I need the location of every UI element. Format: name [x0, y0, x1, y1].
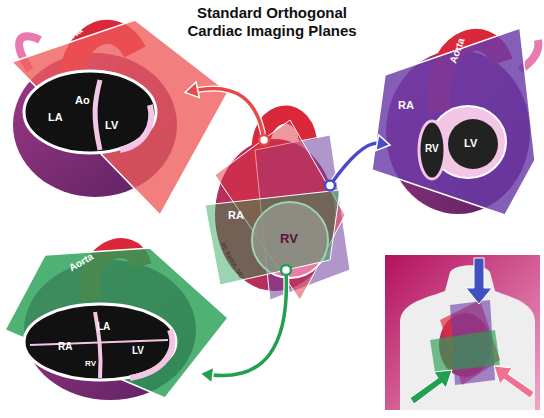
arrow-head: [185, 82, 199, 98]
imaging-plane: [12, 20, 228, 215]
connector-outline: [195, 88, 264, 140]
view-connector: [325, 135, 390, 191]
torso-inset: [385, 255, 540, 410]
view-connector: [200, 265, 291, 383]
chamber-label: RV: [425, 144, 439, 154]
chamber-label: RV: [280, 232, 298, 245]
connector-line: [195, 88, 264, 140]
connector-outline: [210, 270, 286, 376]
torso: [400, 265, 535, 410]
short-axis-view: [372, 28, 538, 215]
chamber-label: RA: [58, 342, 72, 352]
chamber-label: RV: [85, 360, 96, 368]
chamber-label: RA: [228, 210, 244, 221]
arrow-head: [376, 135, 390, 151]
connector-origin: [259, 135, 269, 145]
four-chamber-panel: AortaLA RA RV LV: [20, 250, 200, 380]
heart-chambers: [24, 304, 176, 380]
view-arrow: [494, 366, 534, 398]
connector-line: [210, 270, 286, 376]
heart-chambers: [24, 71, 156, 153]
chamber-label: LV: [132, 346, 144, 356]
central-heart-panel: RARVRE Barton, MD: [220, 140, 330, 270]
view-connector: [185, 82, 269, 145]
ventricle-wall: [120, 105, 151, 150]
septum: [95, 80, 100, 150]
ventricle-wall: [130, 330, 172, 378]
chamber-label: LV: [105, 120, 118, 131]
valve-plane: [30, 340, 168, 345]
four-chamber-plane: [205, 190, 340, 285]
chamber-label: RA: [398, 100, 414, 111]
inset-background: [385, 255, 540, 410]
chamber-label: LA: [97, 322, 110, 332]
rv-cavity: [419, 121, 445, 179]
connector-origin: [325, 181, 335, 191]
chamber-label: Ao: [75, 95, 90, 106]
chamber-label: Aorta: [57, 25, 84, 48]
imaging-plane: [5, 248, 228, 398]
four-chamber-view: [5, 248, 228, 400]
chamber-label: LA: [48, 112, 63, 123]
view-arrow: [410, 370, 452, 404]
lv-cavity: [448, 119, 498, 169]
connector-origin: [281, 265, 291, 275]
connector-line: [330, 143, 380, 185]
arrow-head: [200, 367, 214, 383]
short-axis-panel: AortaRA RV LV: [390, 40, 530, 180]
imaging-plane: [372, 28, 535, 215]
four-chamber-plane: [430, 330, 500, 372]
connector-outline: [330, 143, 380, 185]
view-arrow: [466, 258, 492, 304]
central-heart: [205, 115, 350, 300]
long-axis-panel: AortaAoLA LV: [20, 25, 185, 175]
diagram-title: Standard Orthogonal Cardiac Imaging Plan…: [172, 4, 372, 40]
chamber-label: Aorta: [448, 37, 466, 65]
long-axis-view: [12, 20, 228, 215]
chamber-label: LV: [464, 138, 477, 149]
chamber-label: Aorta: [68, 252, 96, 274]
